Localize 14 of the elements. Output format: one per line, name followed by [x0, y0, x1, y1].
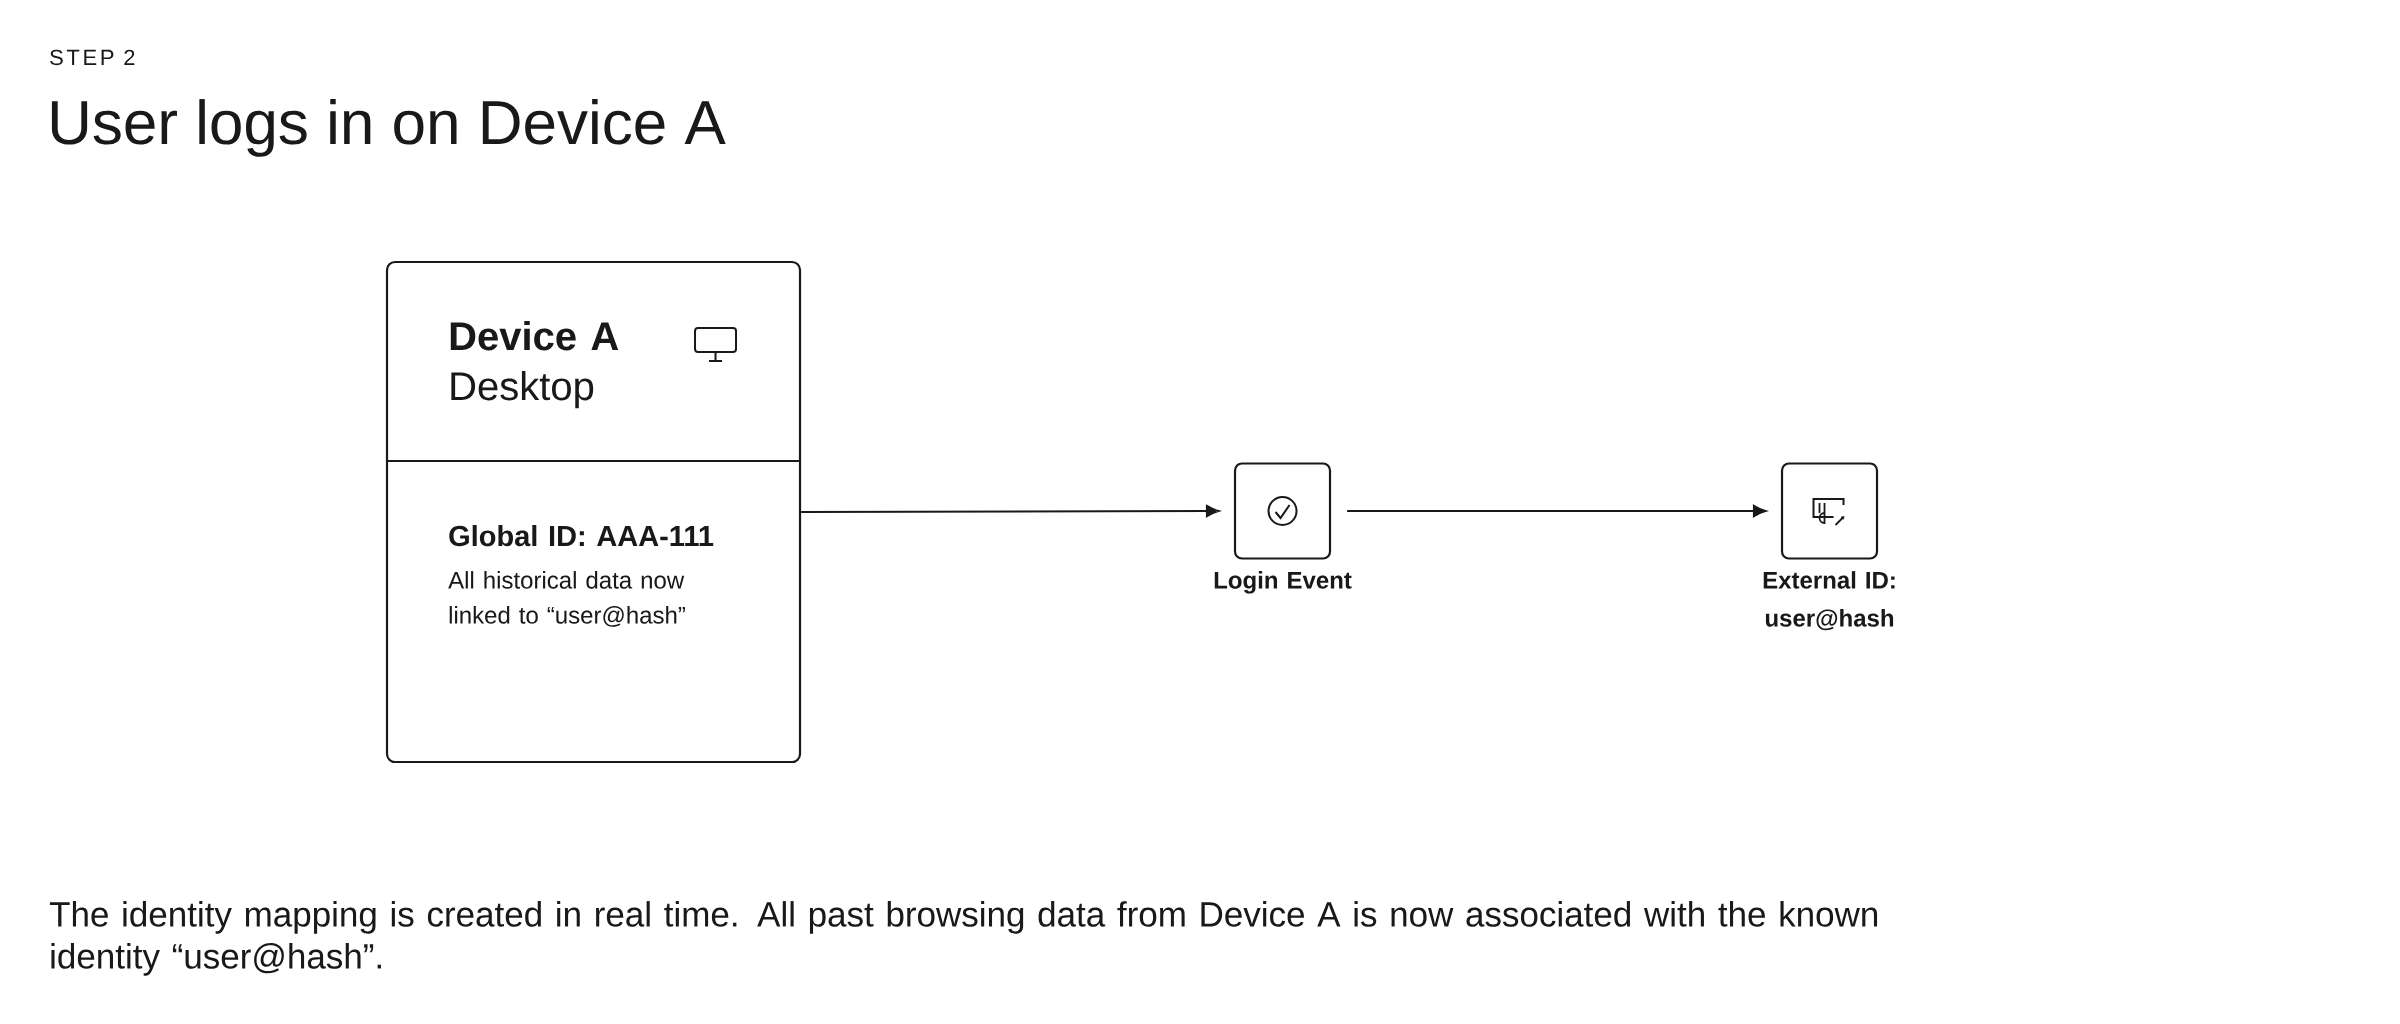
node-label: Login Event [1214, 571, 1352, 594]
card-subtitle: Desktop [451, 371, 594, 409]
body-text: All historical data now linked to “user@hash” [448, 571, 685, 627]
arrow [800, 504, 1220, 518]
step-label: STEP 2 [50, 49, 135, 66]
node-label: External ID: user@hash [1763, 571, 1895, 631]
caption: The identity mapping is created in real time. All past browsing data from Device A is now associated with the known identity “user@hash”. [49, 901, 1878, 976]
info-card [385, 260, 802, 764]
icon-box [1214, 462, 1352, 594]
id-heading: Global ID: AAA-111 [449, 525, 714, 547]
title: User logs in on Device A [51, 99, 726, 157]
card-title: Device A [450, 321, 619, 351]
arrow [1346, 504, 1767, 518]
icon-box [1763, 462, 1895, 631]
